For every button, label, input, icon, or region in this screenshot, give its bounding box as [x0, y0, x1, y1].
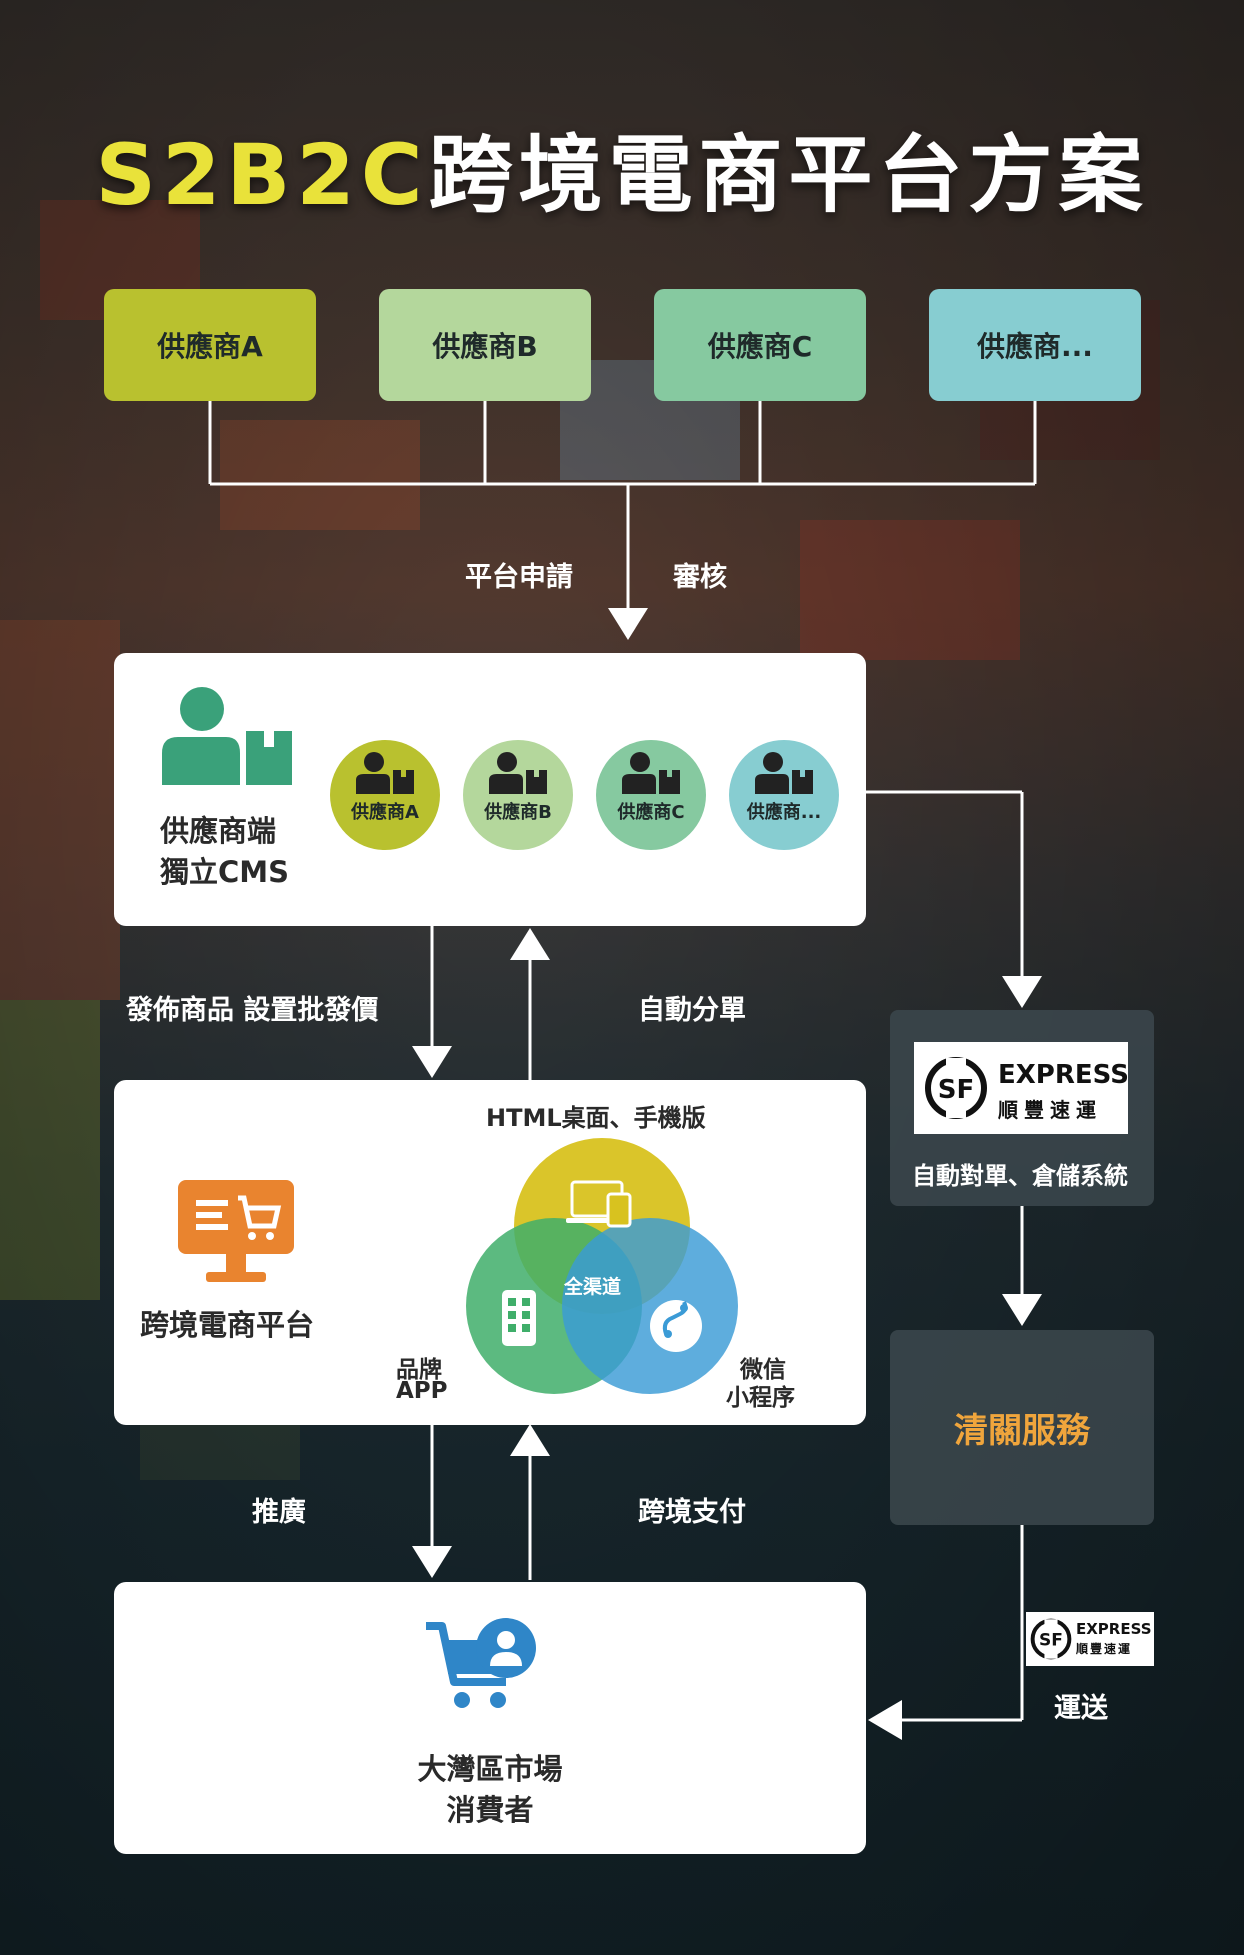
- cms-supplier-circle-b: 供應商B: [463, 740, 573, 850]
- supplier-person-icon: [755, 752, 813, 794]
- supplier-box-label: 供應商A: [157, 330, 263, 363]
- platform-title: 跨境電商平台: [140, 1308, 315, 1342]
- supplier-box-b: 供應商B: [379, 289, 591, 401]
- sf-logo-icon: SF: [1030, 1618, 1072, 1660]
- supplier-person-icon: [489, 752, 547, 794]
- label-auto-split: 自動分單: [638, 995, 746, 1026]
- sf-brand-bottom: 順豐速運: [1076, 1642, 1133, 1656]
- channel-app-label-2: APP: [396, 1378, 448, 1404]
- device-icon: [566, 1180, 632, 1228]
- cms-supplier-label: 供應商...: [746, 802, 822, 823]
- label-delivery: 運送: [1054, 1693, 1108, 1724]
- customs-label: 清關服務: [954, 1411, 1090, 1451]
- consumer-panel: 大灣區市場 消費者: [114, 1582, 866, 1854]
- supplier-person-icon: [162, 687, 292, 785]
- cms-supplier-label: 供應商B: [484, 802, 552, 823]
- label-apply: 平台申請: [465, 562, 573, 593]
- supplier-box-label: 供應商C: [707, 330, 813, 363]
- arrow-left-to-consumer: [868, 1700, 902, 1740]
- arrow-up-to-cms: [510, 928, 550, 960]
- arrow-down-to-platform: [412, 1046, 452, 1078]
- sf-caption: 自動對單、倉儲系統: [912, 1162, 1128, 1190]
- cms-supplier-label: 供應商A: [351, 802, 419, 823]
- label-publish: 發佈商品 設置批發價: [126, 995, 379, 1026]
- shopping-cart-user-icon: [426, 1618, 536, 1708]
- label-promote: 推廣: [252, 1497, 306, 1528]
- svg-text:SF: SF: [1039, 1631, 1063, 1651]
- sf-brand-top: EXPRESS: [998, 1060, 1129, 1090]
- wechat-miniprogram-icon: [650, 1300, 702, 1352]
- arrow-down-to-cms: [608, 608, 648, 640]
- sf-express-panel: SF EXPRESS 順豐速運 自動對單、倉儲系統: [890, 1010, 1154, 1206]
- customs-panel: 清關服務: [890, 1330, 1154, 1525]
- title-rest: 跨境電商平台方案: [428, 126, 1149, 224]
- svg-text:SF: SF: [938, 1075, 975, 1105]
- sf-express-small-logo: SF EXPRESS 順豐速運: [1026, 1612, 1154, 1666]
- supplier-cms-panel: 供應商端 獨立CMS 供應商A 供應商B 供應商C 供應商...: [114, 653, 866, 926]
- arrow-down-to-consumer: [412, 1546, 452, 1578]
- consumer-line2: 消費者: [446, 1793, 534, 1827]
- shopping-monitor-icon: [178, 1180, 294, 1282]
- channel-wechat-label-1: 微信: [740, 1357, 786, 1383]
- sf-brand-bottom: 順豐速運: [998, 1098, 1102, 1122]
- ecommerce-platform-panel: 跨境電商平台 HTML桌面、手機版 全渠道 品牌 APP 微信 小程序: [114, 1080, 866, 1425]
- mobile-app-icon: [502, 1290, 536, 1346]
- cms-supplier-circle-a: 供應商A: [330, 740, 440, 850]
- supplier-box-a: 供應商A: [104, 289, 316, 401]
- cms-title-line2: 獨立CMS: [160, 855, 290, 889]
- label-payment: 跨境支付: [638, 1497, 746, 1528]
- channel-center-label: 全渠道: [564, 1276, 622, 1298]
- omnichannel-venn: [466, 1138, 738, 1394]
- arrow-up-to-platform: [510, 1424, 550, 1456]
- supplier-box-label: 供應商...: [977, 330, 1093, 363]
- supplier-person-icon: [622, 752, 680, 794]
- cms-supplier-circle-c: 供應商C: [596, 740, 706, 850]
- supplier-box-label: 供應商B: [432, 330, 538, 363]
- arrow-down-to-customs: [1002, 1294, 1042, 1326]
- supplier-box-more: 供應商...: [929, 289, 1141, 401]
- cms-title-line1: 供應商端: [160, 814, 277, 848]
- label-review: 審核: [673, 562, 727, 593]
- title-highlight: S2B2C: [95, 126, 429, 224]
- channel-app-label-1: 品牌: [396, 1357, 442, 1383]
- channel-html-label: HTML桌面、手機版: [486, 1104, 706, 1132]
- supplier-box-c: 供應商C: [654, 289, 866, 401]
- cms-supplier-label: 供應商C: [617, 802, 685, 823]
- venn-wechat-circle: [562, 1218, 738, 1394]
- sf-brand-top: EXPRESS: [1076, 1620, 1152, 1638]
- arrow-down-to-sf: [1002, 976, 1042, 1008]
- channel-wechat-label-2: 小程序: [726, 1385, 795, 1411]
- page-title: S2B2C跨境電商平台方案: [0, 108, 1244, 229]
- consumer-line1: 大灣區市場: [417, 1752, 563, 1786]
- sf-express-logo: SF EXPRESS 順豐速運: [914, 1042, 1129, 1134]
- cms-supplier-circle-more: 供應商...: [729, 740, 839, 850]
- sf-logo-icon: SF: [925, 1057, 987, 1119]
- supplier-person-icon: [356, 752, 414, 794]
